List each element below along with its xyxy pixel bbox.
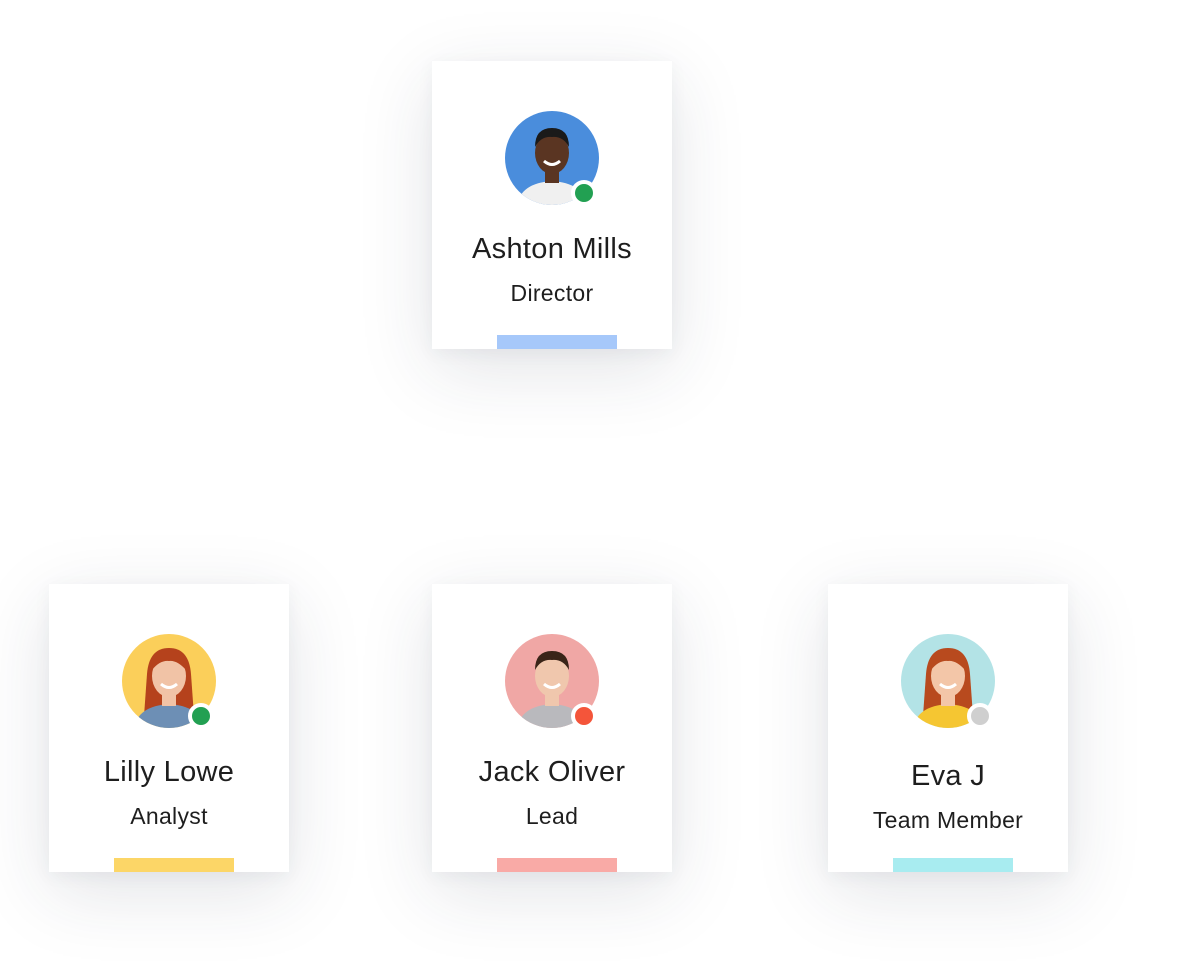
- person-role: Team Member: [872, 807, 1024, 833]
- person-role: Director: [510, 280, 594, 306]
- person-name: Jack Oliver: [478, 756, 626, 788]
- person-role: Lead: [525, 803, 579, 829]
- org-card-eva-j[interactable]: Eva J Team Member: [828, 584, 1068, 872]
- accent-bar: [114, 858, 234, 872]
- status-offline-icon: [967, 703, 993, 729]
- status-online-icon: [188, 703, 214, 729]
- avatar: [505, 111, 599, 205]
- org-card-ashton-mills[interactable]: Ashton Mills Director: [432, 61, 672, 349]
- person-name: Eva J: [910, 760, 986, 792]
- accent-bar: [893, 858, 1013, 872]
- status-busy-icon: [571, 703, 597, 729]
- person-name: Ashton Mills: [472, 233, 632, 265]
- status-online-icon: [571, 180, 597, 206]
- accent-bar: [497, 858, 617, 872]
- accent-bar: [497, 335, 617, 349]
- person-name: Lilly Lowe: [103, 756, 235, 788]
- org-card-jack-oliver[interactable]: Jack Oliver Lead: [432, 584, 672, 872]
- avatar: [901, 634, 995, 728]
- person-role: Analyst: [130, 803, 208, 829]
- org-card-lilly-lowe[interactable]: Lilly Lowe Analyst: [49, 584, 289, 872]
